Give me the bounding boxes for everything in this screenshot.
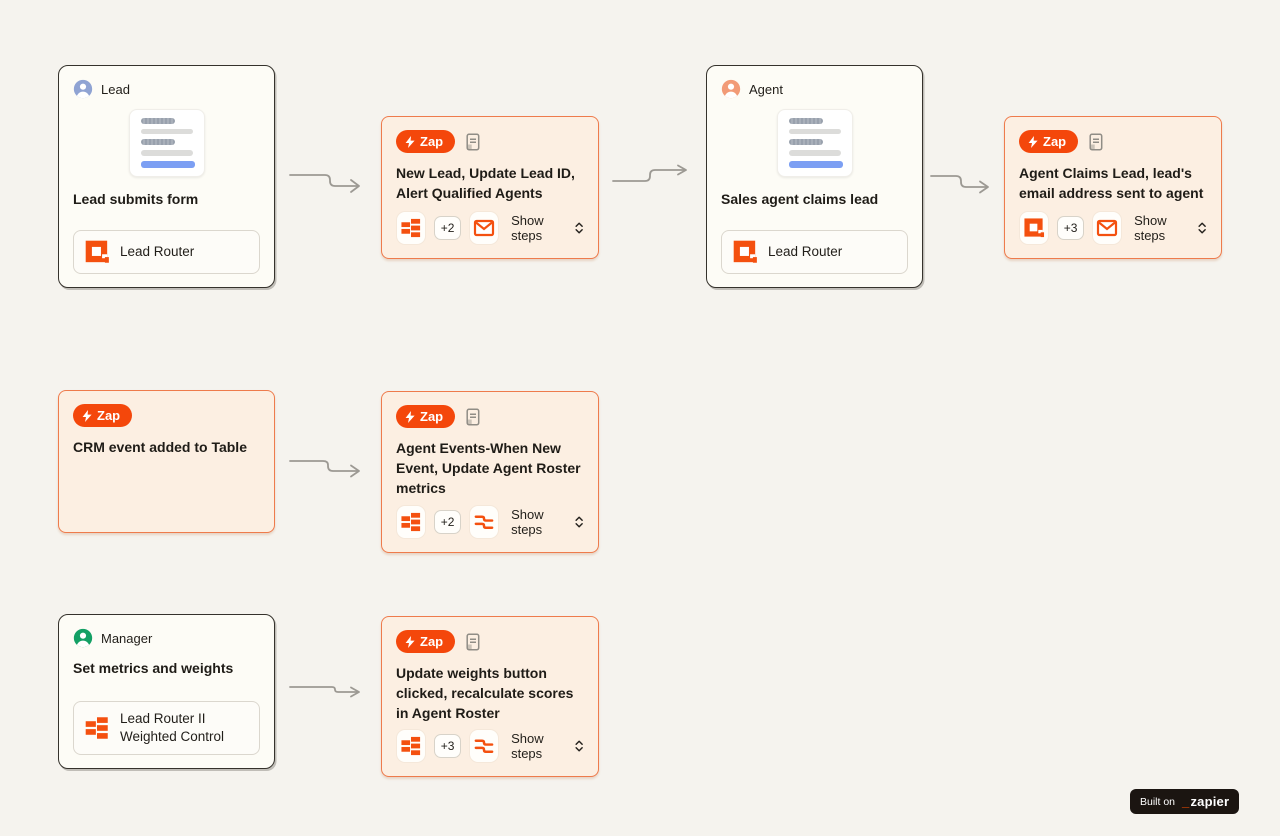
zap-title: Update weights button clicked, recalcula… bbox=[396, 665, 574, 721]
sort-chevrons-icon bbox=[575, 222, 583, 234]
connector-manager-to-zap bbox=[289, 686, 360, 698]
stepped-lines-icon bbox=[469, 729, 500, 763]
show-steps-toggle[interactable]: Show steps bbox=[511, 213, 584, 243]
show-steps-toggle[interactable]: Show steps bbox=[511, 731, 584, 761]
card-lead[interactable]: Lead Lead submits form Lead Router bbox=[58, 65, 275, 288]
document-icon bbox=[1088, 132, 1104, 151]
show-steps-toggle[interactable]: Show steps bbox=[511, 507, 584, 537]
sort-chevrons-icon bbox=[575, 740, 583, 752]
built-on-label: Built on bbox=[1140, 795, 1176, 808]
app-chip-weighted-control[interactable]: Lead Router II Weighted Control bbox=[73, 701, 260, 755]
sort-chevrons-icon bbox=[1198, 222, 1206, 234]
zapier-tables-icon bbox=[396, 211, 426, 245]
zap-card-new-lead[interactable]: Zap New Lead, Update Lead ID, Alert Qual… bbox=[381, 116, 599, 259]
zap-pill: Zap bbox=[396, 130, 456, 153]
manager-person-icon bbox=[73, 628, 93, 648]
overflow-count-badge: +2 bbox=[433, 510, 462, 534]
zap-title: Agent Claims Lead, lead's email address … bbox=[1019, 165, 1204, 201]
connector-crm-to-zap bbox=[289, 460, 360, 478]
agent-person-icon bbox=[721, 79, 741, 99]
lightning-bolt-icon bbox=[405, 635, 415, 648]
zapier-logo: _ zapier bbox=[1182, 794, 1230, 809]
connector-zap-to-agent bbox=[612, 164, 687, 182]
zap-pill: Zap bbox=[396, 405, 456, 428]
zap-pill: Zap bbox=[73, 404, 133, 427]
form-illustration bbox=[128, 109, 205, 177]
overflow-count-badge: +3 bbox=[433, 734, 462, 758]
persona-label: Lead bbox=[101, 81, 130, 97]
overflow-count-badge: +3 bbox=[1056, 216, 1085, 240]
node-title: Sales agent claims lead bbox=[721, 191, 879, 207]
persona-label: Agent bbox=[749, 81, 783, 97]
zap-card-agent-claims[interactable]: Zap Agent Claims Lead, lead's email addr… bbox=[1004, 116, 1222, 259]
zap-title: New Lead, Update Lead ID, Alert Qualifie… bbox=[396, 165, 575, 201]
lead-person-icon bbox=[73, 79, 93, 99]
built-on-zapier-badge[interactable]: Built on _ zapier bbox=[1130, 789, 1240, 814]
lead-router-square-icon bbox=[1019, 211, 1049, 245]
document-icon bbox=[465, 632, 481, 651]
app-chip-label: Lead Router II Weighted Control bbox=[120, 711, 225, 744]
lead-router-square-icon bbox=[732, 239, 758, 265]
app-chip-lead-router[interactable]: Lead Router bbox=[73, 230, 260, 274]
zap-card-update-weights[interactable]: Zap Update weights button clicked, recal… bbox=[381, 616, 599, 777]
zap-card-crm-event[interactable]: Zap CRM event added to Table bbox=[58, 390, 275, 533]
show-steps-toggle[interactable]: Show steps bbox=[1134, 213, 1207, 243]
lead-router-square-icon bbox=[84, 239, 110, 265]
app-chip-lead-router[interactable]: Lead Router bbox=[721, 230, 908, 274]
envelope-icon bbox=[469, 211, 500, 245]
overflow-count-badge: +2 bbox=[433, 216, 462, 240]
zap-pill: Zap bbox=[396, 630, 456, 653]
persona-label: Manager bbox=[101, 630, 153, 646]
envelope-icon bbox=[1092, 211, 1123, 245]
app-chip-label: Lead Router bbox=[120, 244, 195, 259]
node-title: Lead submits form bbox=[73, 191, 199, 207]
document-icon bbox=[465, 132, 481, 151]
connector-agent-to-zap bbox=[930, 175, 989, 194]
lightning-bolt-icon bbox=[1028, 135, 1038, 148]
zap-card-agent-events[interactable]: Zap Agent Events-When New Event, Update … bbox=[381, 391, 599, 553]
zapier-tables-icon bbox=[396, 505, 426, 539]
node-title: Set metrics and weights bbox=[73, 660, 234, 676]
card-agent[interactable]: Agent Sales agent claims lead Lead Route… bbox=[706, 65, 923, 288]
zap-title: CRM event added to Table bbox=[73, 439, 247, 455]
sort-chevrons-icon bbox=[575, 516, 583, 528]
zapier-tables-icon bbox=[396, 729, 426, 763]
lightning-bolt-icon bbox=[82, 409, 92, 422]
lightning-bolt-icon bbox=[405, 135, 415, 148]
zapier-underscore: _ bbox=[1182, 794, 1190, 809]
zapier-tables-icon bbox=[84, 715, 110, 741]
zap-title: Agent Events-When New Event, Update Agen… bbox=[396, 440, 581, 496]
app-chip-label: Lead Router bbox=[768, 244, 843, 259]
document-icon bbox=[465, 407, 481, 426]
stepped-lines-icon bbox=[469, 505, 500, 539]
connector-lead-to-zap bbox=[289, 174, 360, 193]
card-manager[interactable]: Manager Set metrics and weights Lead Rou… bbox=[58, 614, 275, 769]
zap-pill: Zap bbox=[1019, 130, 1079, 153]
lightning-bolt-icon bbox=[405, 410, 415, 423]
form-illustration bbox=[776, 109, 853, 177]
